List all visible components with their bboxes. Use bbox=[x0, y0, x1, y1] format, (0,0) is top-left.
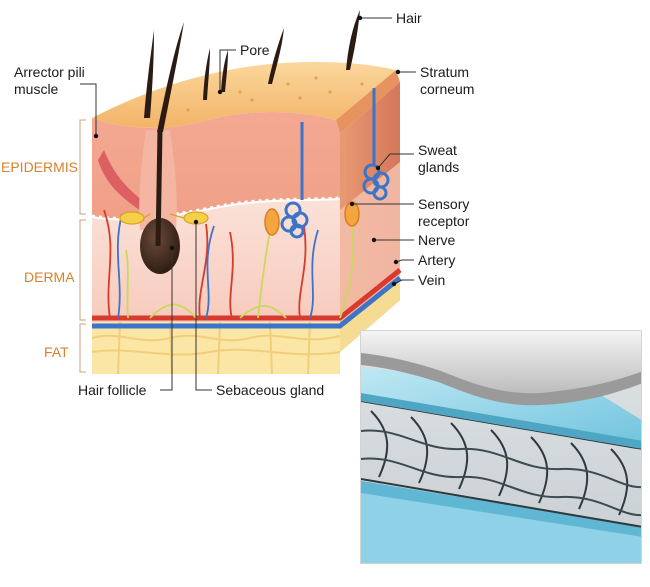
sebaceous-glands bbox=[119, 211, 209, 225]
label-sweat-line1: Sweat bbox=[418, 142, 457, 158]
label-hair: Hair bbox=[396, 10, 422, 26]
label-arrector-pili-line2: muscle bbox=[14, 81, 59, 97]
stratum-corneum-side bbox=[336, 70, 400, 134]
layer-label-epidermis: EPIDERMIS bbox=[1, 159, 78, 175]
sweat-gland-left bbox=[280, 122, 309, 239]
sensory-receptor-left bbox=[264, 208, 280, 236]
capillaries bbox=[103, 209, 319, 319]
label-stratum-line2: corneum bbox=[420, 81, 474, 97]
hair-strands bbox=[144, 10, 360, 132]
layer-label-fat: FAT bbox=[44, 344, 69, 360]
sweat-gland-right bbox=[362, 88, 390, 201]
skin-block bbox=[91, 10, 402, 375]
label-sensory-line1: Sensory bbox=[418, 196, 469, 212]
label-vein: Vein bbox=[418, 272, 445, 288]
label-nerve: Nerve bbox=[418, 232, 456, 248]
fat-layer bbox=[91, 321, 341, 375]
label-sensory-line2: receptor bbox=[418, 213, 470, 229]
leader-dots bbox=[93, 15, 401, 287]
vein-vessel bbox=[92, 276, 402, 329]
skin-surface bbox=[92, 62, 396, 128]
label-hair-follicle: Hair follicle bbox=[78, 382, 147, 398]
arrector-pili-muscle bbox=[98, 150, 148, 210]
hair-follicle-structure bbox=[139, 129, 180, 274]
leader-lines bbox=[80, 17, 416, 391]
label-arrector-pili-line1: Arrector pili bbox=[14, 64, 85, 80]
mattress-photo bbox=[360, 330, 642, 564]
pores bbox=[186, 76, 364, 112]
layer-label-derma: DERMA bbox=[24, 269, 75, 285]
label-stratum-line1: Stratum bbox=[420, 64, 469, 80]
label-sweat-line2: glands bbox=[418, 159, 459, 175]
label-artery: Artery bbox=[418, 252, 455, 268]
label-sebaceous-gland: Sebaceous gland bbox=[216, 382, 324, 398]
label-pore: Pore bbox=[240, 42, 270, 58]
layer-brackets bbox=[79, 119, 86, 373]
